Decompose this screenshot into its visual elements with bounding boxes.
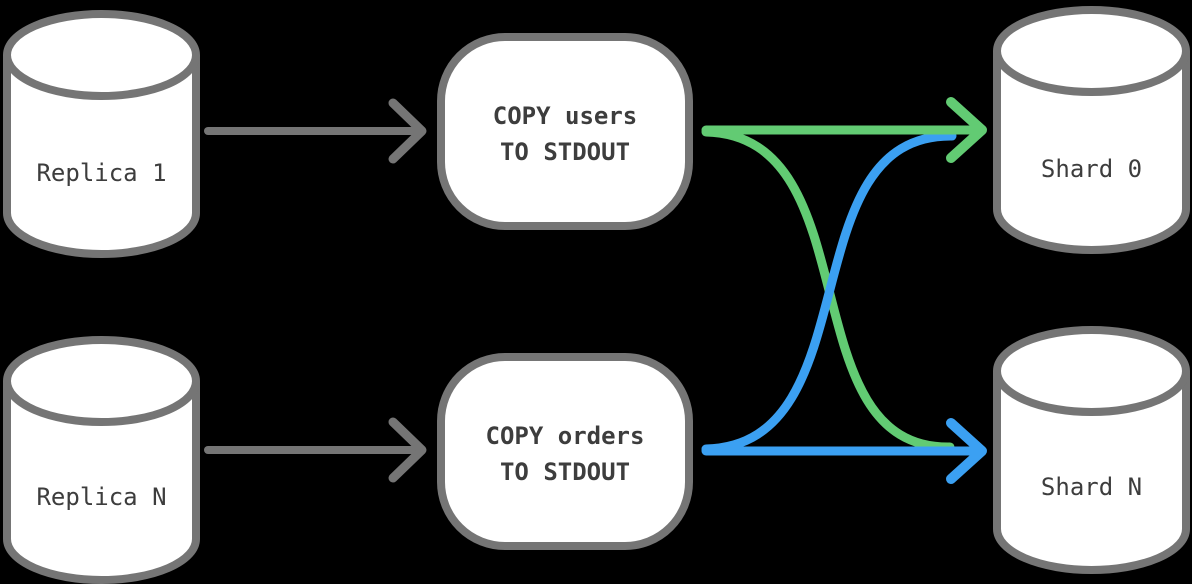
- edge-copyusers-to-shard0: [701, 97, 987, 163]
- edge-curve: [701, 131, 957, 454]
- database-cylinder-top: [3, 336, 200, 426]
- copy-users-label-line1: COPY users: [493, 102, 638, 130]
- arrowhead-icon: [388, 98, 427, 164]
- node-copy-orders: COPY orders TO STDOUT: [437, 353, 693, 550]
- database-cylinder-top: [993, 326, 1190, 416]
- copy-orders-label-line2: TO STDOUT: [500, 458, 630, 486]
- process-box: [437, 33, 693, 230]
- process-box: [437, 353, 693, 550]
- database-cylinder-body: [993, 51, 1190, 254]
- database-cylinder-body: [2, 55, 200, 258]
- node-replica-n: Replica N: [2, 336, 200, 584]
- edge-copyorders-to-shard0: [701, 131, 957, 454]
- replica-n-label: Replica N: [36, 483, 166, 511]
- node-copy-users: COPY users TO STDOUT: [437, 33, 693, 230]
- node-replica-1: Replica 1: [2, 10, 200, 258]
- shard-n-label: Shard N: [1041, 473, 1142, 501]
- arrowhead-icon: [946, 97, 987, 163]
- database-cylinder-body: [2, 381, 200, 584]
- arrowhead-icon: [946, 418, 987, 484]
- copy-orders-label-line1: COPY orders: [486, 422, 645, 450]
- copy-users-label-line2: TO STDOUT: [500, 138, 630, 166]
- shard-0-label: Shard 0: [1041, 155, 1142, 183]
- edge-copyorders-to-shardn: [701, 418, 987, 484]
- edge-replican-to-copyorders: [204, 417, 427, 483]
- arrowhead-icon: [388, 417, 427, 483]
- replica-1-label: Replica 1: [36, 159, 166, 187]
- node-shard-0: Shard 0: [993, 6, 1190, 254]
- database-cylinder-top: [3, 10, 200, 100]
- node-shard-n: Shard N: [993, 326, 1190, 574]
- database-cylinder-body: [993, 371, 1190, 574]
- edge-replica1-to-copyusers: [204, 98, 427, 164]
- database-cylinder-top: [993, 6, 1190, 96]
